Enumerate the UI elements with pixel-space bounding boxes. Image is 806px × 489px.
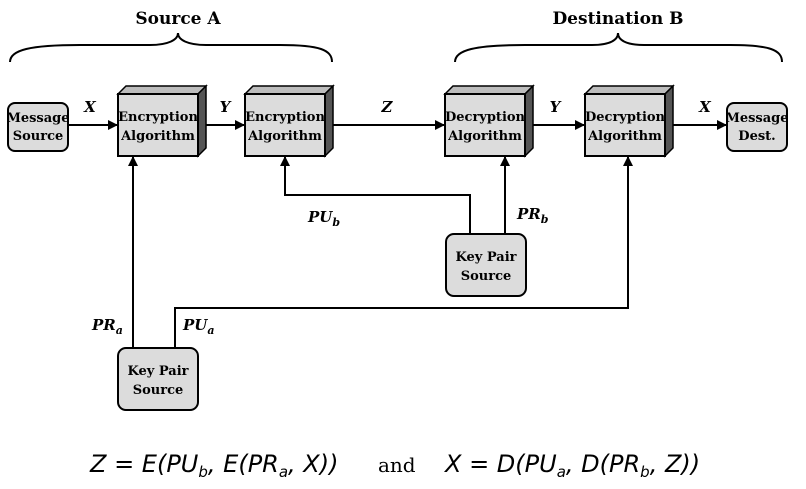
encryption-1-line2: Algorithm — [120, 129, 195, 144]
arrow-pub — [280, 156, 471, 234]
source-a-brace — [9, 32, 333, 63]
key-pair-a-line1: Key Pair — [127, 364, 188, 379]
encryption-algorithm-2-node: Encryption Algorithm — [243, 84, 335, 158]
encryption-algorithm-1-node: Encryption Algorithm — [116, 84, 208, 158]
message-dest-line1: Message — [725, 111, 788, 126]
destination-b-label: Destination B — [552, 9, 683, 29]
flow-label-y-2: Y — [550, 98, 562, 116]
key-pair-source-b-node: Key Pair Source — [445, 233, 527, 297]
equation-and: and — [378, 453, 416, 477]
key-pair-b-line1: Key Pair — [455, 250, 516, 265]
message-dest-line2: Dest. — [738, 129, 775, 144]
key-label-prb: PRb — [516, 205, 549, 226]
key-pair-source-a-node: Key Pair Source — [117, 347, 199, 411]
message-source-line2: Source — [13, 129, 64, 144]
message-source-node: Message Source — [6, 102, 70, 152]
encryption-1-line1: Encryption — [118, 110, 198, 125]
message-source-line1: Message — [6, 111, 69, 126]
key-label-pra: PRa — [91, 316, 123, 337]
flow-label-x-2: X — [698, 98, 712, 116]
equation-left: Z = E(PUb, E(PRa, X)) — [89, 450, 338, 481]
flow-label-z: Z — [381, 98, 394, 116]
message-dest-node: Message Dest. — [725, 102, 789, 152]
decryption-1-line1: Decryption — [445, 110, 526, 125]
equation-right: X = D(PUa, D(PRb, Z)) — [443, 450, 700, 481]
key-label-pua: PUa — [182, 316, 215, 337]
source-a-label: Source A — [135, 9, 221, 29]
decryption-algorithm-1-node: Decryption Algorithm — [443, 84, 535, 158]
encryption-2-line1: Encryption — [245, 110, 325, 125]
destination-b-brace — [454, 32, 783, 63]
decryption-2-line2: Algorithm — [587, 129, 662, 144]
decryption-1-line2: Algorithm — [447, 129, 522, 144]
encryption-2-line2: Algorithm — [247, 129, 322, 144]
key-pair-a-line2: Source — [133, 383, 184, 398]
decryption-2-line1: Decryption — [585, 110, 666, 125]
key-pair-b-line2: Source — [461, 269, 512, 284]
arrow-pua — [174, 156, 633, 348]
key-label-pub: PUb — [307, 208, 340, 229]
flow-label-y-1: Y — [220, 98, 232, 116]
decryption-algorithm-2-node: Decryption Algorithm — [583, 84, 675, 158]
flow-label-x-1: X — [83, 98, 97, 116]
